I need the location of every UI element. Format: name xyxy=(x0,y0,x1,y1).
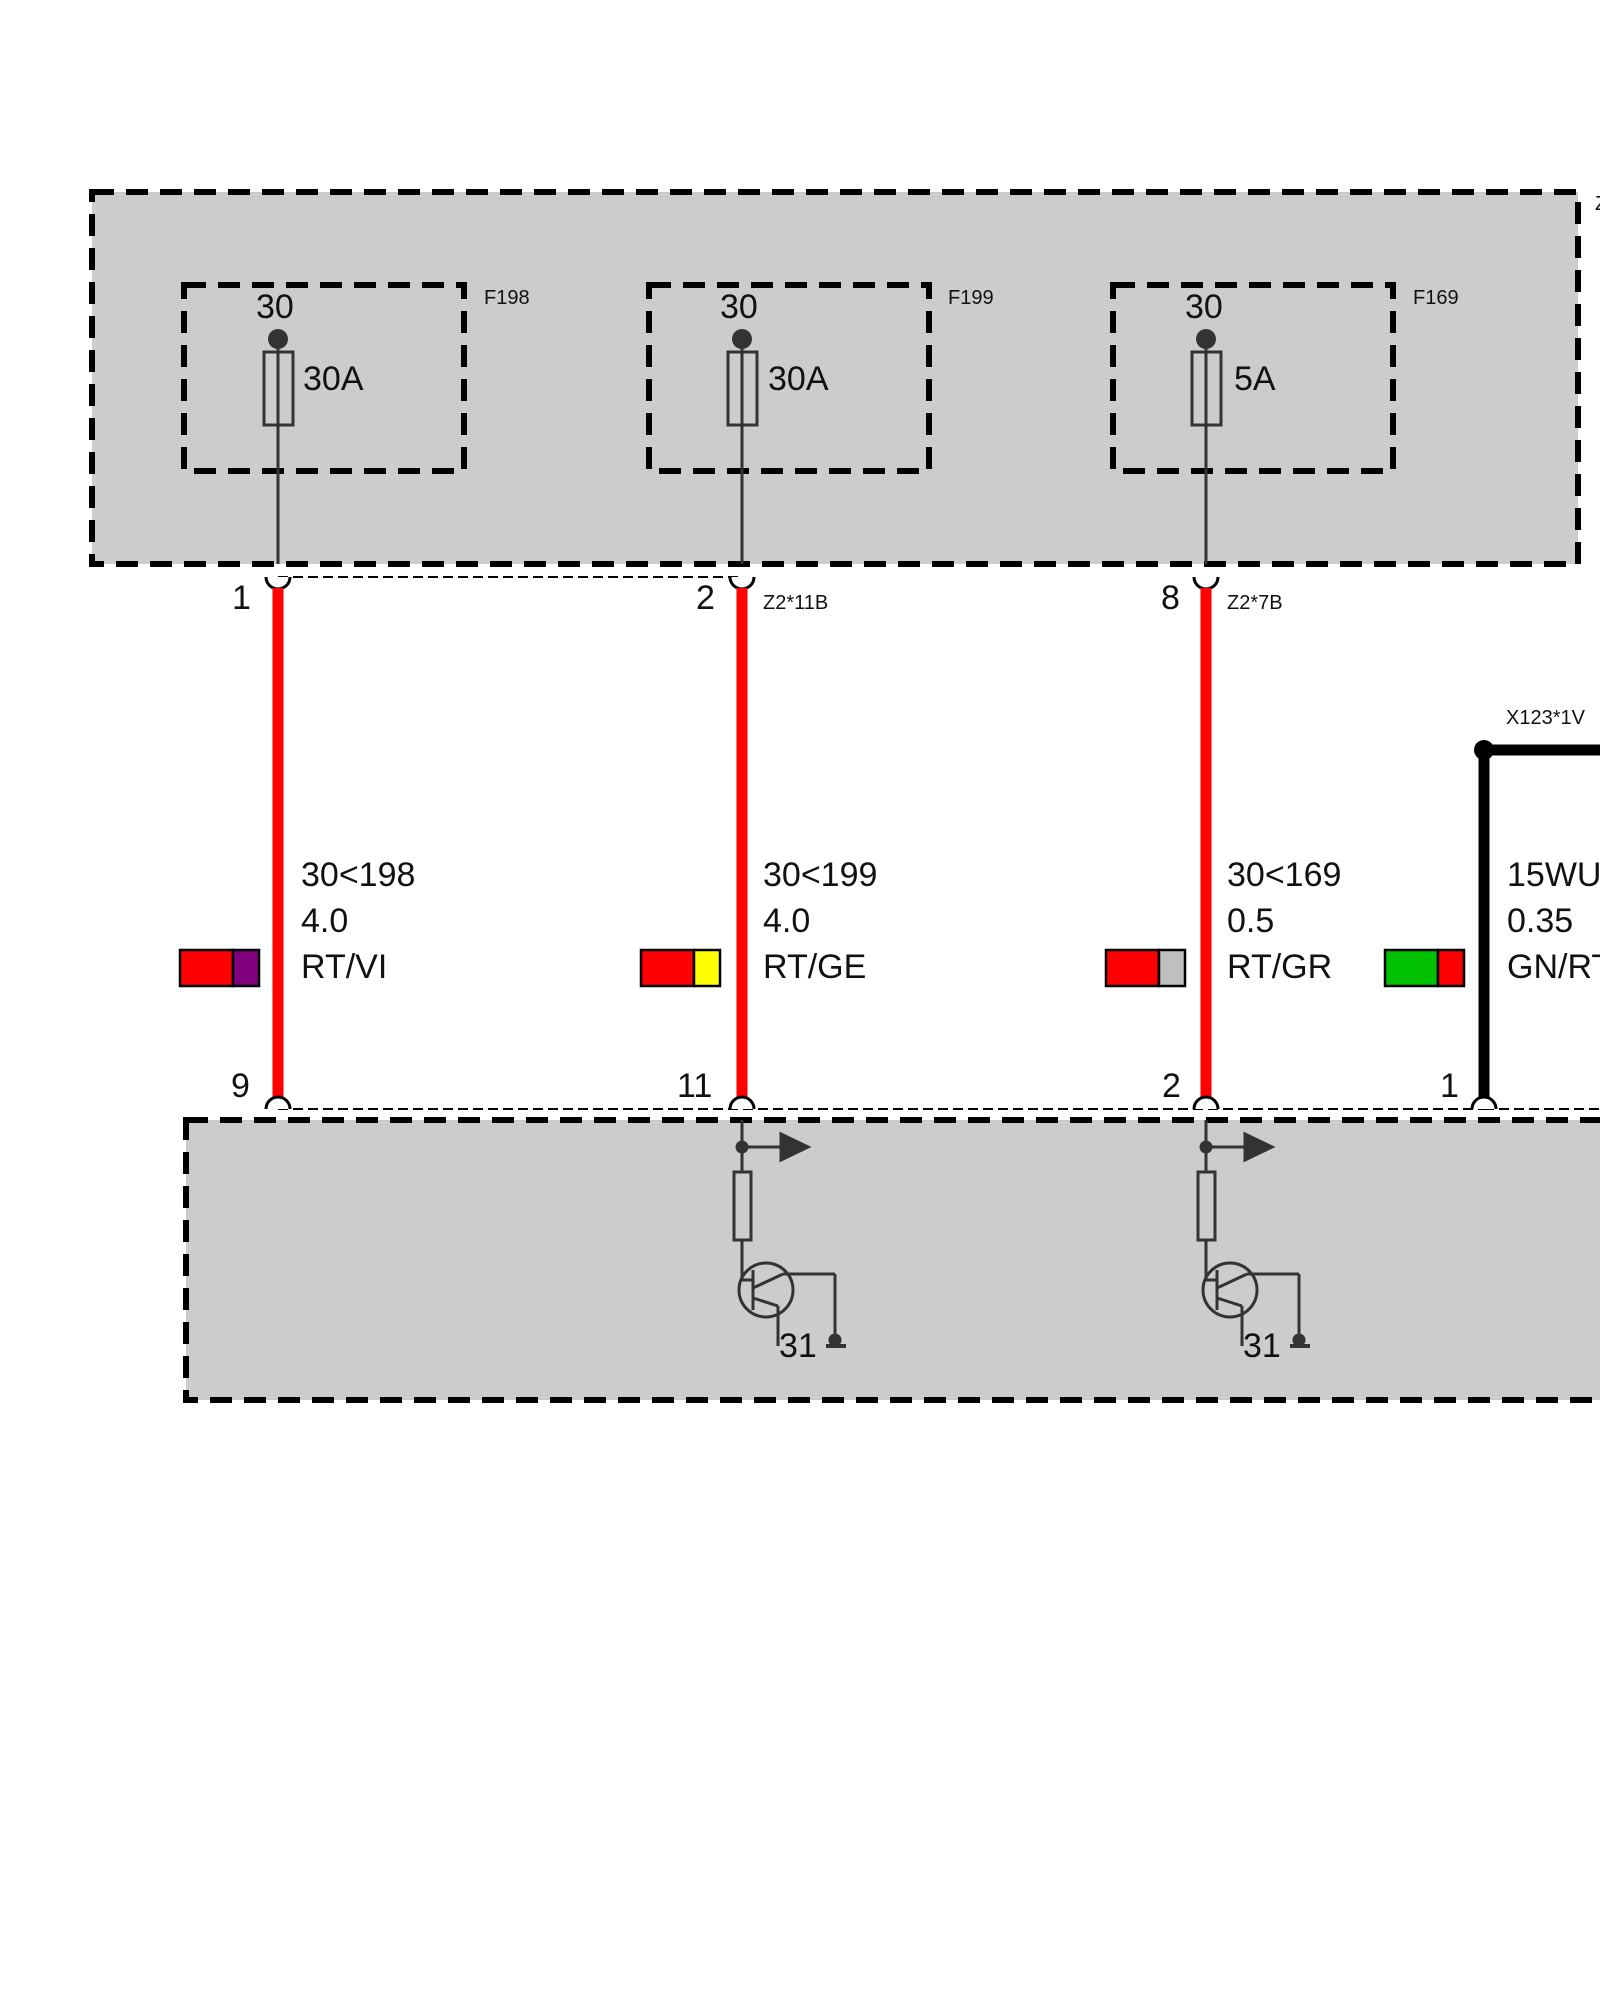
fuse-box-edge-label: Z xyxy=(1595,193,1600,215)
wire-color-code-label: RT/GE xyxy=(763,948,866,986)
pin-cup-icon xyxy=(1192,1095,1220,1110)
wire-color-code-label: RT/VI xyxy=(301,948,387,986)
driver-2-ground-label: 31 xyxy=(1243,1327,1281,1365)
wire-signal-label: 15WU xyxy=(1507,856,1600,894)
bottom-pin-label: 2 xyxy=(1162,1067,1181,1105)
fuse-f169-id: F169 xyxy=(1413,287,1459,309)
fuse-box xyxy=(89,189,1581,567)
wire-signal-label: 30<169 xyxy=(1227,856,1341,894)
signal-arrow-icon xyxy=(779,1131,812,1163)
splice-dot-icon xyxy=(1474,740,1494,760)
pin-cup-icon xyxy=(1192,576,1220,591)
fuse-f169-terminal: 30 xyxy=(1185,288,1223,326)
top-pin-label: 1 xyxy=(232,579,251,617)
transistor-icon xyxy=(1201,1261,1259,1319)
bottom-pin-label: 11 xyxy=(677,1067,712,1105)
resistor-icon xyxy=(732,1170,753,1242)
fuse-f198-id: F198 xyxy=(484,287,530,309)
wire-color-swatch-rt-gr xyxy=(1104,948,1187,988)
wire-gauge-label: 0.35 xyxy=(1507,902,1573,940)
resistor-icon xyxy=(1196,1170,1217,1242)
pin-cup-icon xyxy=(1470,1095,1498,1110)
low-side-driver-1 xyxy=(732,1120,846,1348)
top-pin-label: 8 xyxy=(1161,579,1180,617)
fuse-f198: 30 F198 30A xyxy=(181,282,530,564)
fuse-f199-id: F199 xyxy=(948,287,994,309)
wire-gauge-label: 4.0 xyxy=(301,902,348,940)
bottom-pin-label: 9 xyxy=(231,1067,250,1105)
fuse-f169: 30 F169 5A xyxy=(1110,282,1459,564)
wire-color-swatch-gn-rt xyxy=(1383,948,1466,988)
connector-label-z2-7b: Z2*7B xyxy=(1227,592,1283,614)
connector-label-x123-1v: X123*1V xyxy=(1506,707,1586,729)
fuse-f169-rating: 5A xyxy=(1234,360,1276,398)
wire-gauge-label: 4.0 xyxy=(763,902,810,940)
bottom-pin-label: 1 xyxy=(1440,1067,1459,1105)
wire-color-code-label: GN/RT xyxy=(1507,948,1600,986)
driver-1-ground-label: 31 xyxy=(779,1327,817,1365)
signal-arrow-icon xyxy=(1243,1131,1276,1163)
pin-cup-icon xyxy=(728,576,756,591)
wire-signal-label: 30<198 xyxy=(301,856,415,894)
connector-label-z2-11b: Z2*11B xyxy=(763,592,828,614)
wire-gauge-label: 0.5 xyxy=(1227,902,1274,940)
wire-color-swatch-rt-ge xyxy=(639,948,722,988)
fuse-f199-terminal: 30 xyxy=(720,288,758,326)
fuse-f198-terminal: 30 xyxy=(256,288,294,326)
fuse-f199: 30 F199 30A xyxy=(646,282,994,564)
transistor-icon xyxy=(737,1261,795,1319)
wire-color-swatch-rt-vi xyxy=(178,948,261,988)
control-module xyxy=(183,1117,1600,1403)
pin-cup-icon xyxy=(264,576,292,591)
wire-color-code-label: RT/GR xyxy=(1227,948,1332,986)
pin-cup-icon xyxy=(728,1095,756,1110)
top-pin-label: 2 xyxy=(696,579,715,617)
fuse-f198-rating: 30A xyxy=(303,360,364,398)
wire-signal-label: 30<199 xyxy=(763,856,877,894)
low-side-driver-2 xyxy=(1196,1120,1310,1348)
pin-cup-icon xyxy=(264,1095,292,1110)
fuse-f199-rating: 30A xyxy=(768,360,829,398)
